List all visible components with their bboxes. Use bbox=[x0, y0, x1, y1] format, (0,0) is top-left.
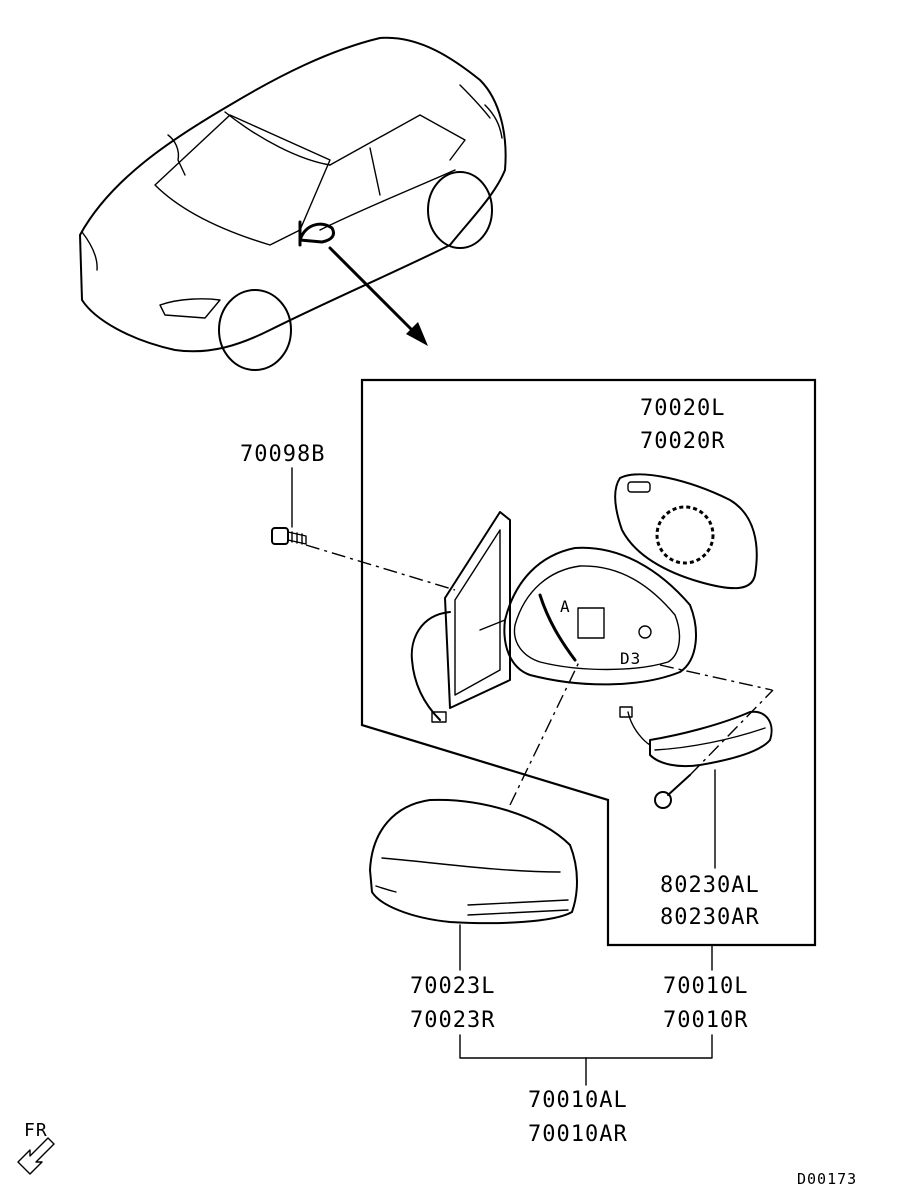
lamp-centerline-2 bbox=[659, 664, 773, 691]
vehicle-overview bbox=[79, 36, 507, 371]
svg-text:A: A bbox=[560, 597, 571, 616]
part-label-70010R: 70010R bbox=[663, 1008, 748, 1033]
svg-text:D3: D3 bbox=[620, 649, 641, 668]
screw-part bbox=[271, 527, 307, 545]
diagram-code: D00173 bbox=[797, 1170, 857, 1187]
part-label-70010AR: 70010AR bbox=[528, 1122, 628, 1147]
part-label-80230AL: 80230AL bbox=[660, 873, 760, 898]
assembly-outline bbox=[360, 378, 817, 947]
part-label-70010L: 70010L bbox=[663, 974, 748, 999]
part-label-70098B: 70098B bbox=[240, 442, 325, 467]
front-direction-indicator: FR bbox=[17, 1120, 55, 1175]
lamp-centerline bbox=[689, 689, 774, 776]
part-label-70020R: 70020R bbox=[640, 429, 725, 454]
front-arrow-icon bbox=[17, 1137, 55, 1175]
part-label-80230AR: 80230AR bbox=[660, 905, 760, 930]
part-label-70010AL: 70010AL bbox=[528, 1088, 628, 1113]
turn-lamp bbox=[619, 706, 773, 809]
mirror-housing: D3 A bbox=[410, 511, 697, 723]
screw-centerline bbox=[305, 544, 456, 591]
cover-centerline bbox=[509, 659, 581, 806]
part-label-70023L: 70023L bbox=[410, 974, 495, 999]
front-label: FR bbox=[24, 1120, 48, 1141]
part-label-70020L: 70020L bbox=[640, 396, 725, 421]
mirror-glass bbox=[614, 473, 758, 590]
leader-lines bbox=[291, 467, 716, 1086]
part-label-70023R: 70023R bbox=[410, 1008, 495, 1033]
mirror-cover bbox=[369, 798, 578, 925]
